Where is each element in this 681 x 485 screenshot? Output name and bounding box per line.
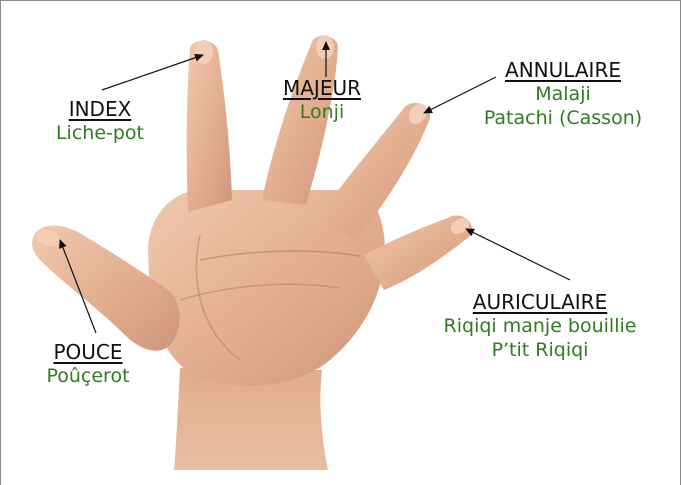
auriculaire-pointer-arrow bbox=[466, 229, 570, 280]
annulaire-nickname-2: Patachi (Casson) bbox=[458, 107, 668, 131]
middle-nail bbox=[316, 35, 334, 59]
auriculaire-name: AURICULAIRE bbox=[420, 290, 660, 315]
annulaire-nickname-1: Malaji bbox=[458, 83, 668, 107]
pouce-name: POUCE bbox=[28, 340, 148, 365]
pouce-nickname-1: Poûçerot bbox=[28, 365, 148, 389]
auriculaire-label: AURICULAIRE Riqiqi manje bouillie P’tit … bbox=[420, 290, 660, 363]
pouce-label: POUCE Poûçerot bbox=[28, 340, 148, 389]
annulaire-name: ANNULAIRE bbox=[458, 58, 668, 83]
auriculaire-nickname-2: P’tit Riqiqi bbox=[420, 339, 660, 363]
majeur-label: MAJEUR Lonji bbox=[262, 76, 382, 125]
majeur-name: MAJEUR bbox=[262, 76, 382, 101]
index-name: INDEX bbox=[40, 97, 160, 122]
majeur-nickname-1: Lonji bbox=[262, 101, 382, 125]
index-pointer-arrow bbox=[102, 55, 203, 90]
index-label: INDEX Liche-pot bbox=[40, 97, 160, 146]
annulaire-label: ANNULAIRE Malaji Patachi (Casson) bbox=[458, 58, 668, 131]
index-finger bbox=[187, 41, 232, 212]
index-nickname-1: Liche-pot bbox=[40, 122, 160, 146]
index-nail bbox=[195, 40, 213, 64]
auriculaire-nickname-1: Riqiqi manje bouillie bbox=[420, 315, 660, 339]
